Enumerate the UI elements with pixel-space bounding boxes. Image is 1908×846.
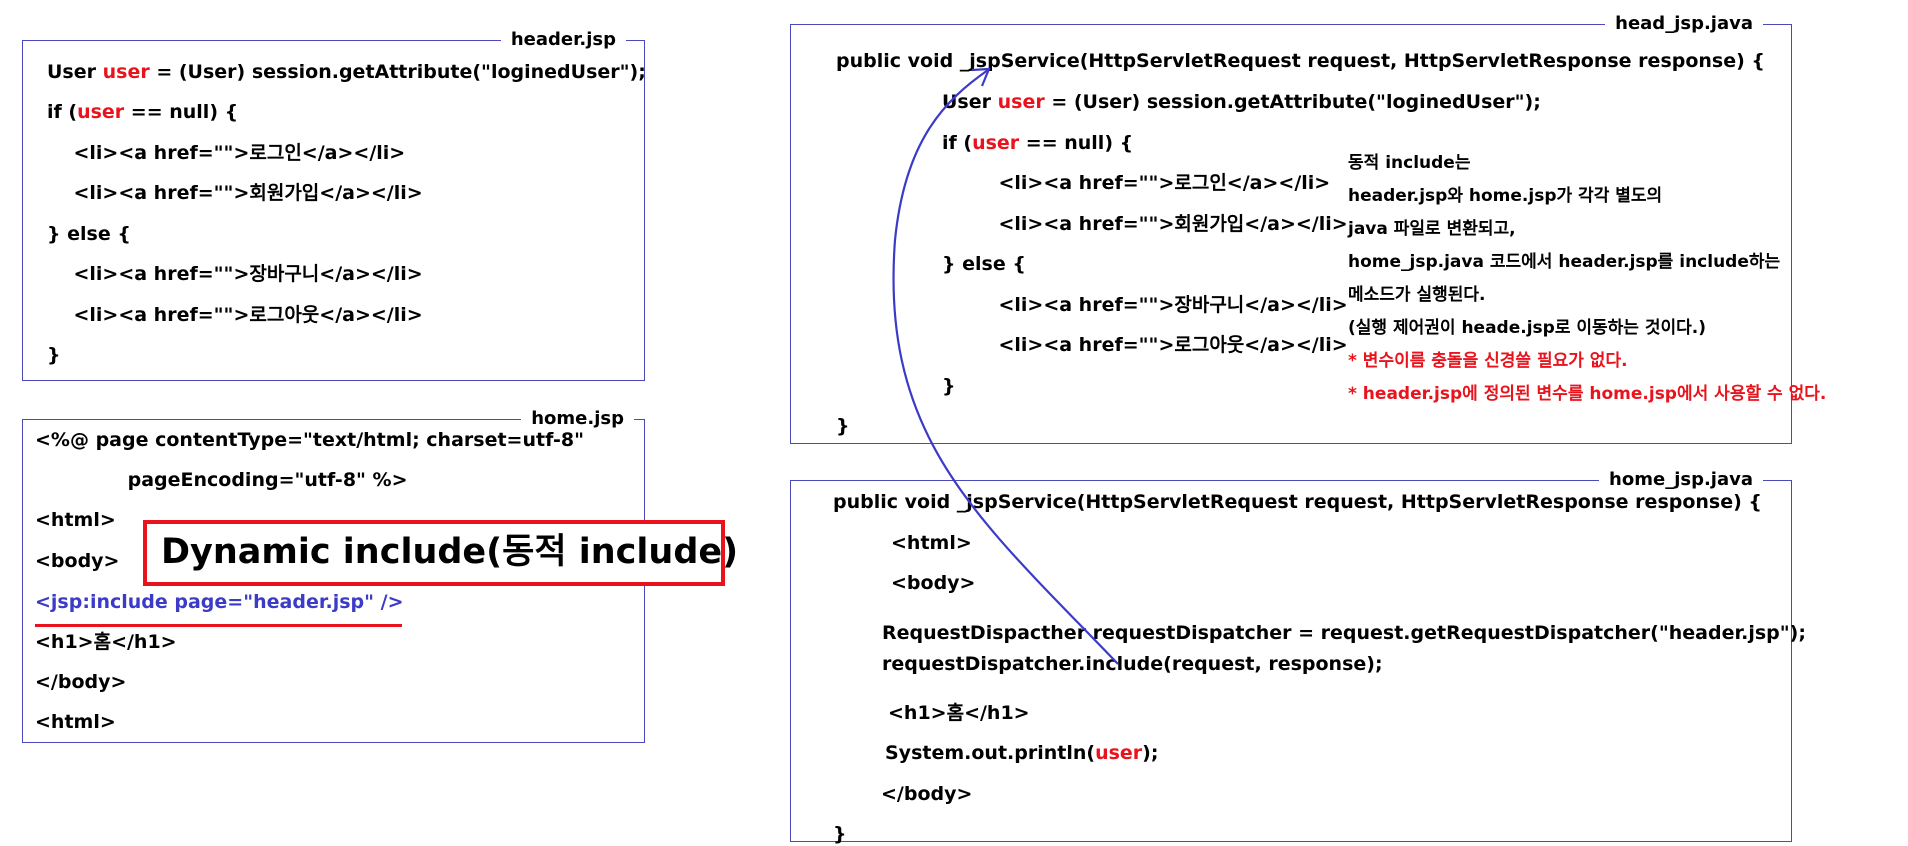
code-token: <li><a href="">로그아웃</a></li> [972, 334, 1348, 356]
code-line: } else { [47, 222, 131, 246]
code-line: <li><a href="">로그아웃</a></li> [47, 303, 423, 327]
code-token: <body> [891, 572, 976, 594]
code-line: requestDispatcher.include(request, respo… [882, 652, 1383, 676]
code-line: <h1>홈</h1> [35, 630, 177, 654]
code-line: } [942, 374, 956, 398]
code-token: <html> [35, 509, 116, 531]
variable-token: user [997, 91, 1045, 113]
code-line: <li><a href="">장바구니</a></li> [47, 262, 423, 286]
code-line: <li><a href="">로그인</a></li> [972, 171, 1330, 195]
note-line: header.jsp와 home.jsp가 각각 별도의 [1348, 186, 1663, 206]
code-token: } [942, 375, 956, 397]
code-token: = (User) session.getAttribute("loginedUs… [149, 61, 646, 83]
code-line: RequestDispacther requestDispatcher = re… [882, 621, 1806, 645]
code-token: } [47, 344, 61, 366]
code-line: <html> [35, 710, 116, 734]
code-line: } [836, 414, 850, 438]
code-token: System.out.println( [885, 742, 1096, 764]
code-token: User [942, 91, 998, 113]
code-token: <html> [35, 711, 116, 733]
code-token: <h1>홈</h1> [888, 702, 1030, 724]
code-token: } [836, 415, 850, 437]
variable-token: user [972, 132, 1020, 154]
home-jsp-title: home.jsp [521, 408, 634, 430]
code-token: <%@ page contentType="text/html; charset… [35, 429, 585, 451]
code-token: if ( [47, 101, 78, 123]
code-token: </body> [881, 783, 973, 805]
code-token: <jsp:include page="header.jsp" /> [35, 591, 404, 613]
header-jsp-title: header.jsp [500, 29, 626, 51]
code-line: <li><a href="">회원가입</a></li> [972, 212, 1348, 236]
note-warning-line: * 변수이름 충돌을 신경쓸 필요가 없다. [1348, 351, 1628, 371]
code-token: <li><a href="">장바구니</a></li> [972, 294, 1348, 316]
code-token: <li><a href="">장바구니</a></li> [47, 263, 423, 285]
code-token: if ( [942, 132, 973, 154]
code-token: <li><a href="">회원가입</a></li> [972, 213, 1348, 235]
code-line: if (user == null) { [47, 100, 238, 124]
code-token: <li><a href="">회원가입</a></li> [47, 182, 423, 204]
code-token: public void _jspService(HttpServletReque… [833, 491, 1762, 513]
code-line: User user = (User) session.getAttribute(… [47, 60, 646, 84]
code-token: pageEncoding="utf-8" %> [35, 469, 408, 491]
code-line: <li><a href="">장바구니</a></li> [972, 293, 1348, 317]
note-line: (실행 제어권이 heade.jsp로 이동하는 것이다.) [1348, 318, 1707, 338]
code-token: } else { [942, 253, 1026, 275]
note-line: home_jsp.java 코드에서 header.jsp를 include하는 [1348, 252, 1781, 272]
dynamic-include-badge: Dynamic include(동적 include) [143, 520, 738, 586]
code-token: == null) { [1019, 132, 1134, 154]
note-line: 동적 include는 [1348, 153, 1471, 173]
code-token: <html> [891, 532, 972, 554]
home-jsp-java-title: home_jsp.java [1599, 469, 1763, 491]
code-token: <h1>홈</h1> [35, 631, 177, 653]
code-line: } [833, 822, 847, 846]
home-jsp-box: home.jsp [22, 408, 645, 743]
code-token: User [47, 61, 103, 83]
code-line: </body> [881, 782, 972, 806]
code-token: <li><a href="">로그아웃</a></li> [47, 304, 423, 326]
include-underline [35, 624, 402, 627]
variable-token: user [77, 101, 125, 123]
code-line: } else { [942, 252, 1026, 276]
variable-token: user [102, 61, 150, 83]
header-jsp-box: header.jsp [22, 29, 645, 381]
code-line: if (user == null) { [942, 131, 1133, 155]
code-line: } [47, 343, 61, 367]
note-line: 메소드가 실행된다. [1348, 285, 1486, 305]
code-line: User user = (User) session.getAttribute(… [942, 90, 1541, 114]
code-line: </body> [35, 670, 126, 694]
note-warning-line: * header.jsp에 정의된 변수를 home.jsp에서 사용할 수 없… [1348, 384, 1827, 404]
code-line: <html> [891, 531, 972, 555]
code-token: == null) { [124, 101, 239, 123]
code-token: </body> [35, 671, 127, 693]
code-line: <li><a href="">로그아웃</a></li> [972, 333, 1348, 357]
code-token: } else { [47, 223, 131, 245]
code-token: RequestDispacther requestDispatcher = re… [882, 622, 1806, 644]
code-line: public void _jspService(HttpServletReque… [836, 49, 1765, 73]
code-line: <body> [891, 571, 975, 595]
code-line: <html> [35, 508, 116, 532]
code-line: public void _jspService(HttpServletReque… [833, 490, 1762, 514]
code-line: <body> [35, 549, 119, 573]
head-jsp-java-box: head_jsp.java [790, 13, 1792, 444]
code-token: requestDispatcher.include(request, respo… [882, 653, 1383, 675]
note-line: java 파일로 변환되고, [1348, 219, 1516, 239]
home-jsp-java-box: home_jsp.java [790, 469, 1792, 842]
code-token: ); [1142, 742, 1159, 764]
head-jsp-java-title: head_jsp.java [1605, 13, 1763, 35]
code-token: } [833, 823, 847, 845]
code-line: <jsp:include page="header.jsp" /> [35, 590, 404, 614]
variable-token: user [1095, 742, 1143, 764]
code-line: <h1>홈</h1> [888, 701, 1030, 725]
code-token: <li><a href="">로그인</a></li> [972, 172, 1331, 194]
code-line: System.out.println(user); [885, 741, 1158, 765]
code-line: <li><a href="">회원가입</a></li> [47, 181, 423, 205]
code-token: <li><a href="">로그인</a></li> [47, 142, 406, 164]
code-line: pageEncoding="utf-8" %> [35, 468, 408, 492]
code-line: <%@ page contentType="text/html; charset… [35, 428, 584, 452]
code-token: <body> [35, 550, 120, 572]
code-line: <li><a href="">로그인</a></li> [47, 141, 405, 165]
code-token: public void _jspService(HttpServletReque… [836, 50, 1765, 72]
code-token: = (User) session.getAttribute("loginedUs… [1044, 91, 1541, 113]
